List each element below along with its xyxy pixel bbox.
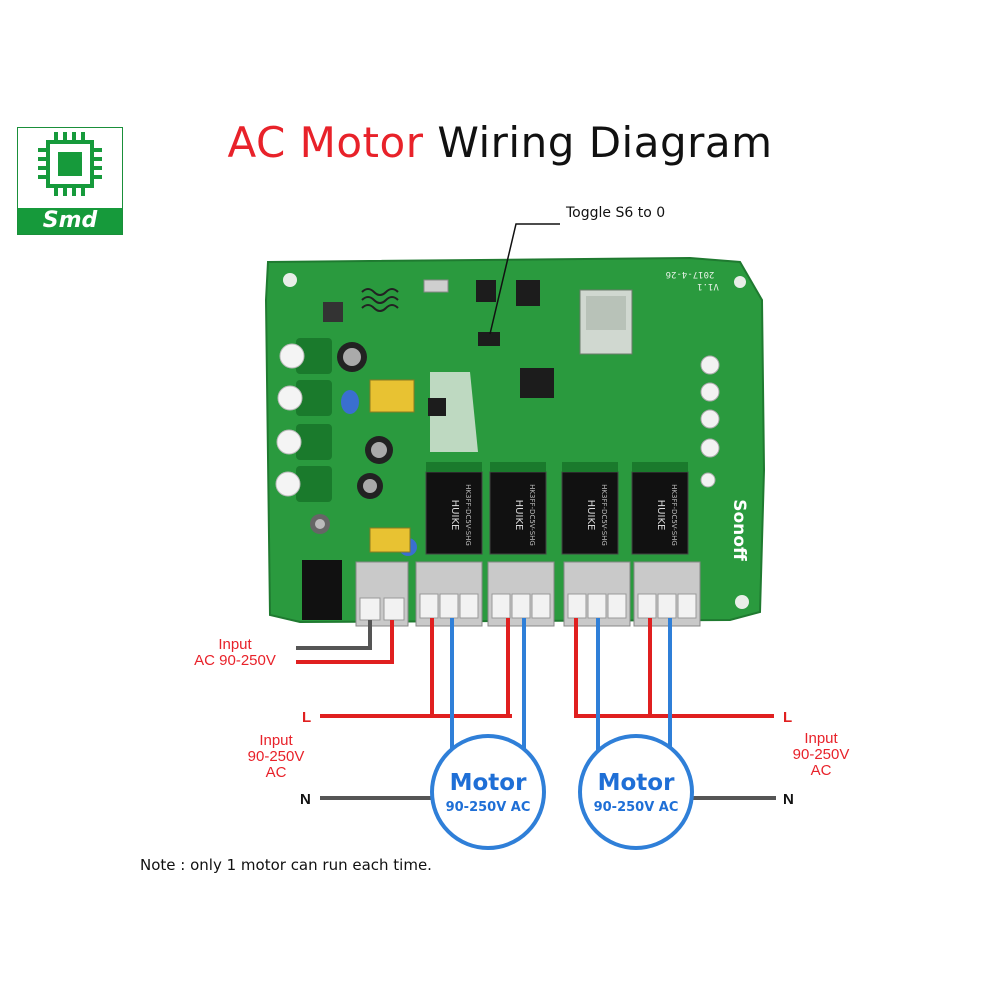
- motor-left-rating: 90-250V AC: [446, 800, 531, 815]
- dc-jack: [302, 560, 342, 620]
- terminal-block-1: [415, 561, 483, 627]
- pcb-board: HUIKE HUIKE HUIKE HUIKE HK3FF-DC5V-SHG H…: [264, 256, 766, 627]
- bottom-white-band: [0, 890, 1000, 1000]
- relay-2-model: HK3FF-DC5V-SHG: [528, 484, 536, 546]
- logo-text: Smd: [18, 208, 122, 234]
- relay-1: [425, 462, 483, 555]
- input-top-label: Input AC 90-250V: [194, 636, 276, 669]
- toggle-annotation: Toggle S6 to 0: [566, 205, 666, 221]
- toggle-leader-line: [489, 223, 560, 335]
- relay-2: [489, 462, 547, 555]
- input-left-label: Input 90-250V AC: [247, 732, 305, 781]
- relay-2-brand: HUIKE: [513, 500, 524, 531]
- push-buttons: [275, 338, 332, 502]
- note-text: Note : only 1 motor can run each time.: [140, 856, 432, 874]
- top-white-band: [0, 0, 1000, 110]
- relay-3-brand: HUIKE: [585, 500, 596, 531]
- chip-icon: [38, 132, 102, 196]
- relay-3-model: HK3FF-DC5V-SHG: [600, 484, 608, 546]
- live-wires: [320, 618, 774, 718]
- motor-right-label: Motor: [598, 770, 675, 796]
- board-date: 2017-4-26: [666, 269, 715, 279]
- diagram-title: AC Motor Wiring Diagram: [0, 118, 1000, 167]
- label-N-right: N: [783, 791, 794, 808]
- motor-wires: [450, 618, 672, 756]
- terminal-block-2: [487, 561, 555, 627]
- motor-right: Motor 90-250V AC: [578, 734, 694, 850]
- relay-1-brand: HUIKE: [449, 500, 460, 531]
- title-red-part: AC Motor: [227, 118, 424, 167]
- input-right-label: Input 90-250V AC: [792, 730, 850, 779]
- terminal-block-3: [563, 561, 631, 627]
- board-brand: Sonoff: [729, 499, 749, 561]
- status-leds: [700, 355, 720, 488]
- motor-left-label: Motor: [450, 770, 527, 796]
- relay-3: [561, 462, 619, 555]
- smd-logo: Smd: [17, 127, 123, 235]
- label-L-right: L: [783, 709, 792, 726]
- power-input-wires: [296, 620, 394, 664]
- relay-4: [631, 462, 689, 555]
- motor-right-rating: 90-250V AC: [594, 800, 679, 815]
- terminal-block-4: [633, 561, 701, 627]
- motor-left: Motor 90-250V AC: [430, 734, 546, 850]
- board-version: V1.1: [697, 281, 719, 291]
- title-black-part: Wiring Diagram: [437, 118, 773, 167]
- terminal-block-power: [355, 561, 409, 627]
- relay-4-model: HK3FF-DC5V-SHG: [670, 484, 678, 546]
- toggle-switch-s6: [478, 332, 500, 346]
- relay-1-model: HK3FF-DC5V-SHG: [464, 484, 472, 546]
- relay-4-brand: HUIKE: [655, 500, 666, 531]
- label-N-left: N: [300, 791, 311, 808]
- antenna-coil: [361, 288, 399, 312]
- label-L-left: L: [302, 709, 311, 726]
